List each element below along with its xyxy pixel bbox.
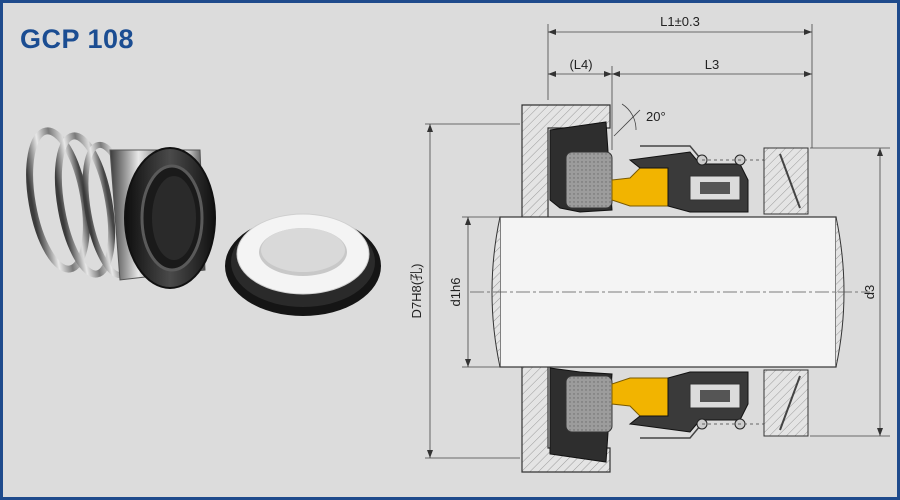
product-title: GCP 108 bbox=[20, 24, 135, 54]
dim-d3: d3 bbox=[862, 285, 877, 299]
dim-angle: 20° bbox=[646, 109, 666, 124]
upper-seat-ring bbox=[565, 151, 613, 209]
lower-seat-ring bbox=[565, 375, 613, 433]
lower-seal-face bbox=[611, 377, 669, 417]
dim-l1: L1±0.3 bbox=[660, 14, 700, 29]
seat-ring-photo bbox=[225, 213, 381, 316]
dim-l3: L3 bbox=[705, 57, 719, 72]
dimension-arrows bbox=[427, 29, 883, 458]
seal-cross-section bbox=[470, 104, 870, 473]
dim-l4: (L4) bbox=[569, 57, 592, 72]
dim-d7: D7H8(孔) bbox=[409, 264, 424, 319]
upper-seal-face bbox=[611, 167, 669, 207]
spring-photo bbox=[26, 127, 216, 289]
dimension-lines bbox=[425, 24, 890, 459]
dim-d1: d1h6 bbox=[448, 278, 463, 307]
